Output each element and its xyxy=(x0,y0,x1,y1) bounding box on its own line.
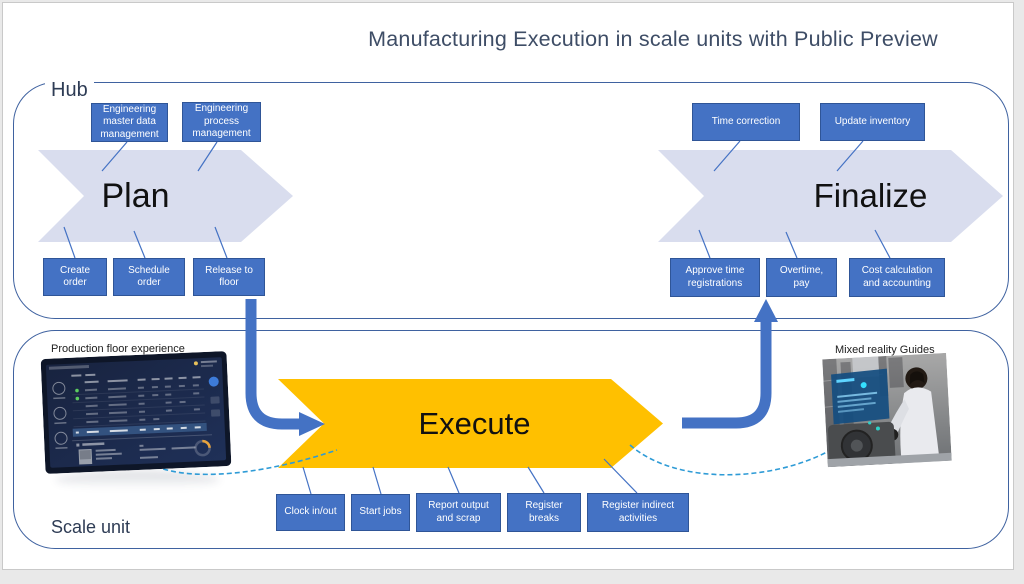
mixed-reality-image xyxy=(822,352,952,468)
box-release-to-floor: Release to floor xyxy=(193,258,265,296)
box-create-order: Create order xyxy=(43,258,107,296)
box-overtime-pay: Overtime, pay xyxy=(766,258,837,297)
production-floor-caption: Production floor experience xyxy=(51,343,185,355)
box-time-correction: Time correction xyxy=(692,103,800,141)
box-register-indirect: Register indirect activities xyxy=(587,493,689,532)
box-schedule-order: Schedule order xyxy=(113,258,185,296)
box-engineering-process: Engineering process management xyxy=(182,102,261,142)
hub-label: Hub xyxy=(45,79,94,102)
box-engineering-master-data: Engineering master data management xyxy=(91,103,168,142)
box-register-breaks: Register breaks xyxy=(507,493,581,532)
box-clock-in-out: Clock in/out xyxy=(276,494,345,531)
box-start-jobs: Start jobs xyxy=(351,494,410,531)
hub-container xyxy=(13,82,1009,319)
execute-chevron: Execute xyxy=(278,379,663,468)
box-approve-time: Approve time registrations xyxy=(670,258,760,297)
production-floor-image xyxy=(40,351,232,474)
mixed-reality-photo xyxy=(822,352,952,468)
floor-image-reflection xyxy=(55,471,220,489)
scale-unit-label: Scale unit xyxy=(45,517,137,538)
page-title: Manufacturing Execution in scale units w… xyxy=(368,27,938,51)
scale-unit-container xyxy=(13,330,1009,549)
slide-canvas: Manufacturing Execution in scale units w… xyxy=(2,2,1014,570)
mixed-reality-caption: Mixed reality Guides xyxy=(835,344,935,356)
box-report-output: Report output and scrap xyxy=(416,493,501,532)
finalize-chevron: Finalize xyxy=(658,150,1003,242)
box-cost-calculation: Cost calculation and accounting xyxy=(849,258,945,297)
production-floor-screen xyxy=(40,351,232,474)
box-update-inventory: Update inventory xyxy=(820,103,925,141)
